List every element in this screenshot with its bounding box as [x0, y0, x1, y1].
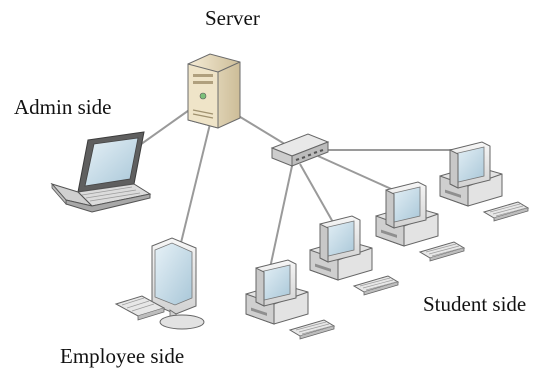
server-icon: [187, 53, 241, 129]
employee-side-label: Employee side: [60, 344, 185, 368]
network-switch-icon: [270, 133, 330, 167]
lcd-monitor-workstation-icon: [114, 237, 205, 330]
link-server-switch: [231, 111, 289, 147]
student-side-label: Student side: [423, 292, 527, 316]
admin-side-label: Admin side: [14, 95, 112, 119]
link-switch-student-2: [299, 163, 335, 225]
server-label: Server: [205, 6, 260, 30]
desktop-computer-icon: [439, 141, 529, 222]
network-links: [129, 107, 462, 269]
link-switch-student-1: [269, 165, 293, 269]
link-switch-student-3: [317, 155, 399, 193]
link-server-employee: [177, 123, 211, 256]
laptop-icon: [50, 131, 152, 213]
